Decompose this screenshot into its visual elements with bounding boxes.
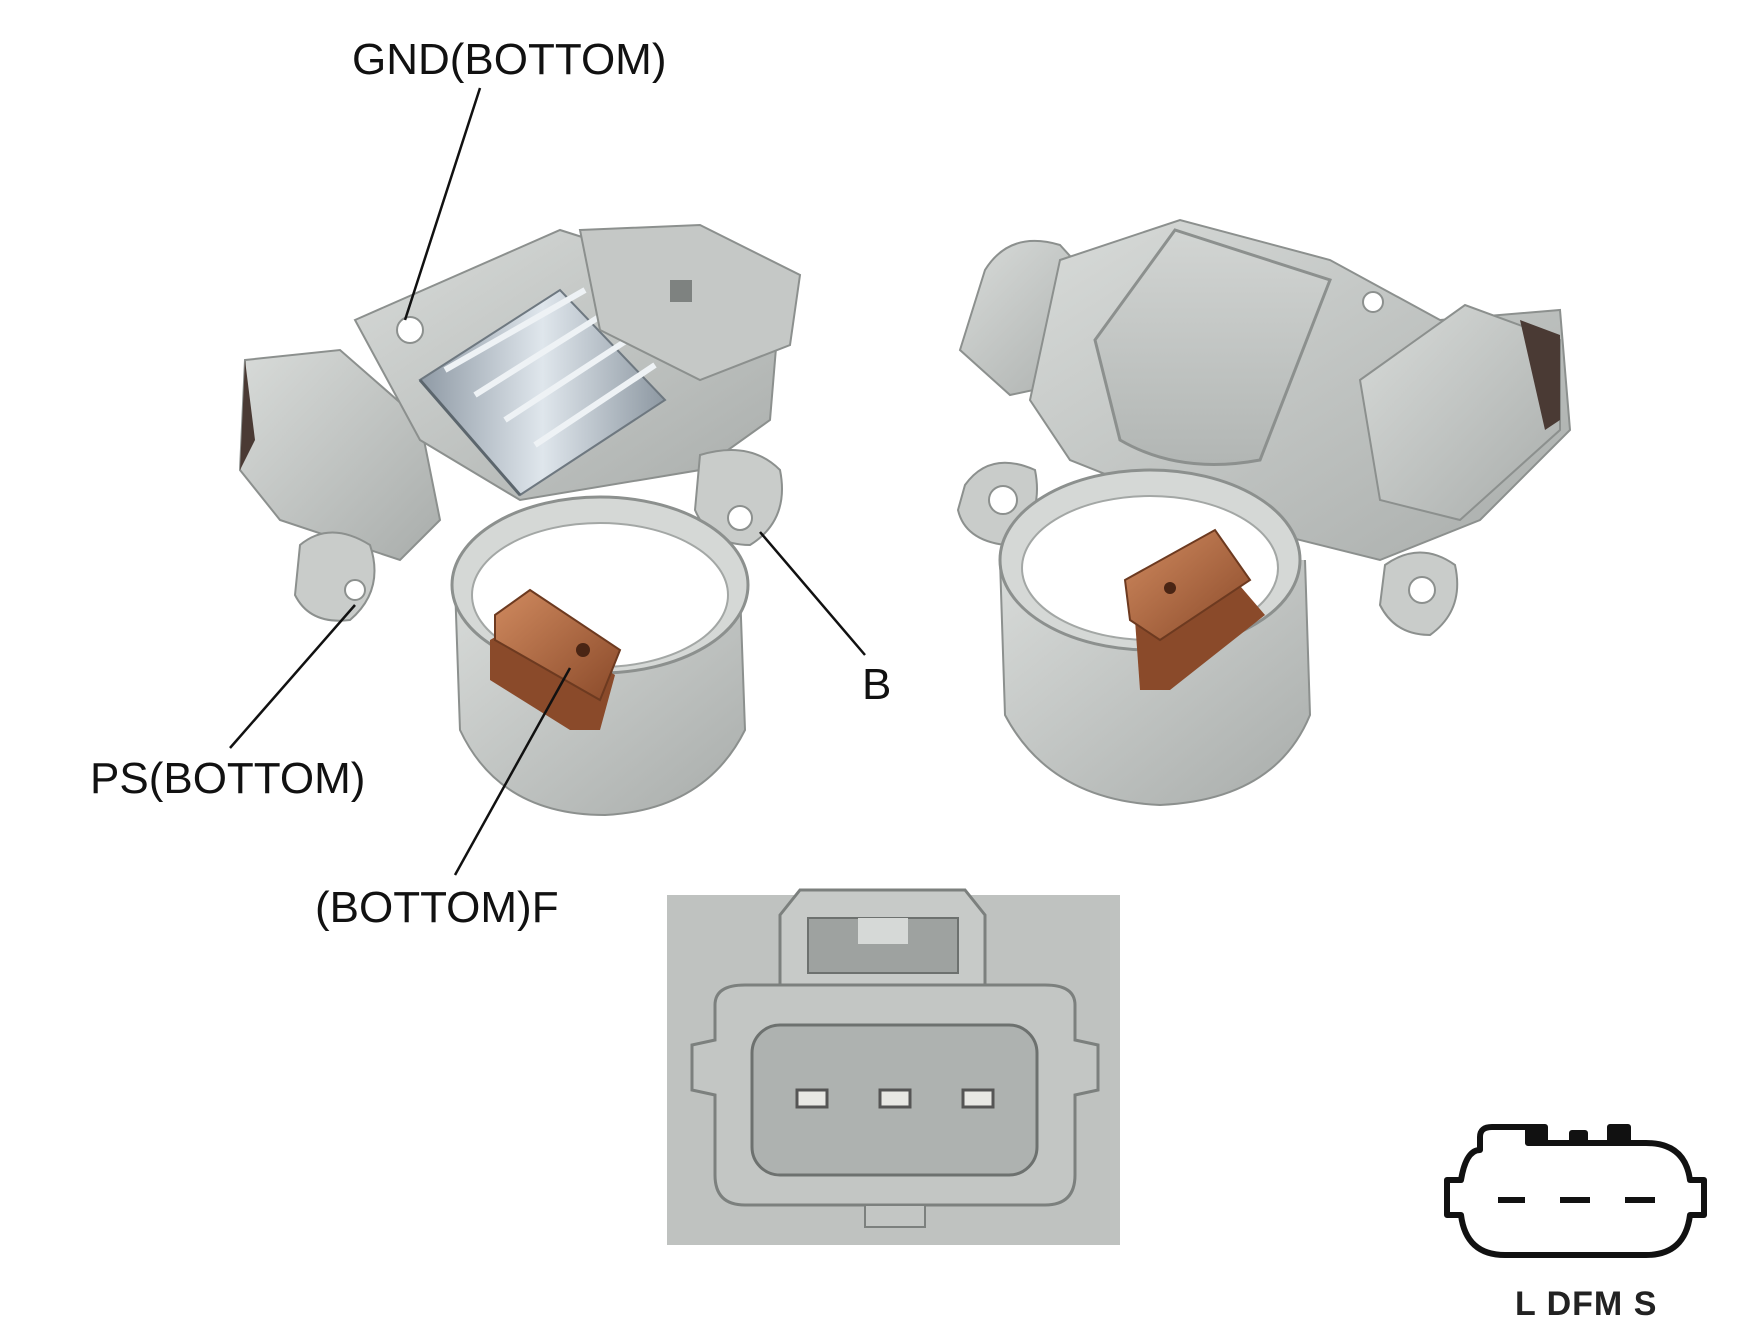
regulator-rear-view bbox=[956, 218, 1572, 807]
connector-pin-2 bbox=[878, 1088, 912, 1109]
pinout-label: L DFM S bbox=[1515, 1285, 1658, 1323]
regulator-front-view bbox=[238, 223, 802, 817]
connector-pinout-symbol bbox=[1444, 1124, 1707, 1258]
brush-f bbox=[490, 588, 622, 730]
leader-b bbox=[759, 531, 866, 656]
connector-pin-1 bbox=[795, 1088, 829, 1109]
connector-pin-3 bbox=[961, 1088, 995, 1109]
label-ps-bottom: PS(BOTTOM) bbox=[90, 754, 366, 803]
label-bottom-f: (BOTTOM)F bbox=[315, 883, 559, 932]
leader-ps bbox=[229, 604, 356, 749]
leader-gnd bbox=[403, 87, 482, 321]
label-gnd-bottom: GND(BOTTOM) bbox=[352, 35, 667, 84]
heatsink bbox=[418, 287, 667, 497]
leader-lines bbox=[229, 87, 866, 876]
connector-closeup bbox=[667, 888, 1120, 1245]
leader-f bbox=[453, 667, 572, 876]
label-b: B bbox=[862, 660, 892, 709]
brush-rear bbox=[1123, 528, 1265, 690]
